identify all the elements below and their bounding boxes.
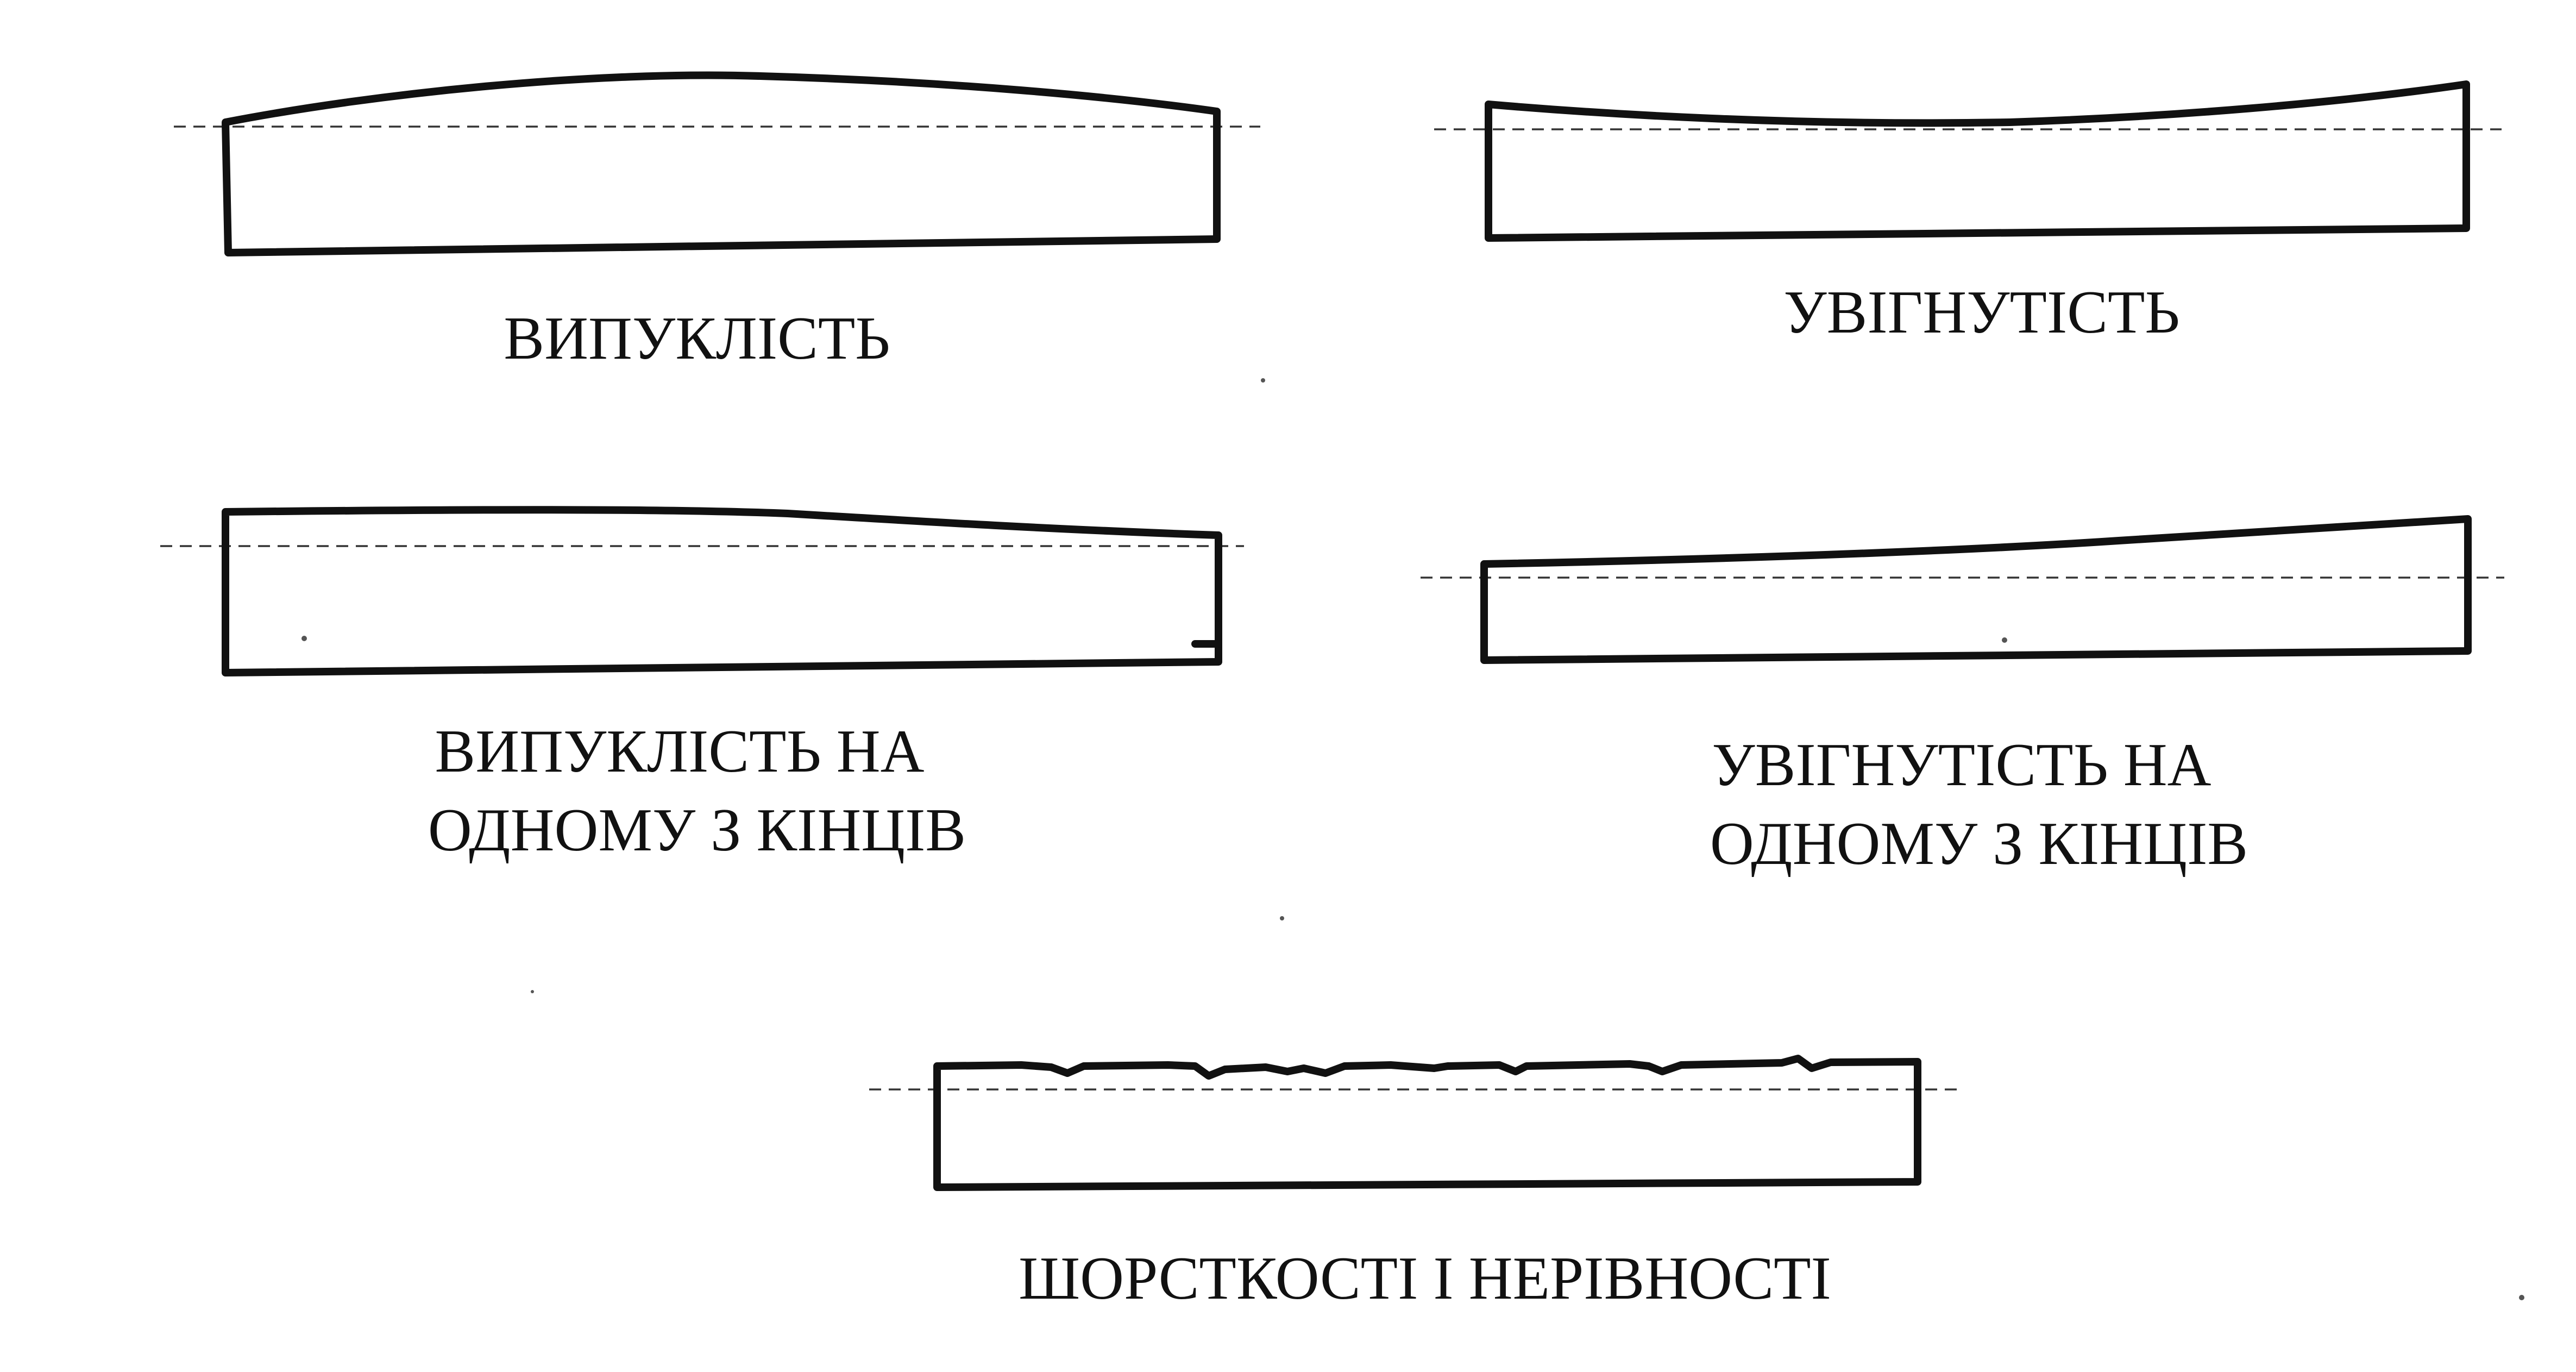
caption-line: УВІГНУТІСТЬ НА	[1712, 731, 2211, 799]
profile-concave-one-end	[1480, 515, 2472, 664]
speck	[2519, 1295, 2524, 1300]
caption-convex: ВИПУКЛІСТЬ	[504, 305, 890, 372]
profile-convex-one-end	[222, 506, 1222, 676]
caption-line: ОДНОМУ З КІНЦІВ	[1710, 810, 2248, 878]
profile-roughness	[933, 1055, 1921, 1191]
profile-convex	[222, 71, 1221, 256]
caption-concave: УВІГНУТІСТЬ	[1783, 279, 2179, 346]
profile-concave	[1485, 80, 2470, 242]
caption-line: ВИПУКЛІСТЬ НА	[435, 718, 925, 785]
panel-convex: ВИПУКЛІСТЬ	[174, 71, 1260, 372]
speck	[1280, 916, 1284, 920]
caption-line: УВІГНУТІСТЬ	[1783, 279, 2179, 346]
speck	[301, 636, 307, 641]
caption-line: ОДНОМУ З КІНЦІВ	[428, 797, 966, 864]
scan-specks	[301, 378, 2524, 1300]
caption-line: ВИПУКЛІСТЬ	[504, 305, 890, 372]
caption-roughness: ШОРСТКОСТІ І НЕРІВНОСТІ	[1019, 1245, 1831, 1312]
speck	[1261, 378, 1265, 383]
panel-concave-one-end: УВІГНУТІСТЬ НА ОДНОМУ З КІНЦІВ	[1421, 515, 2504, 878]
speck	[2002, 637, 2007, 643]
speck	[531, 990, 534, 993]
panel-convex-one-end: ВИПУКЛІСТЬ НА ОДНОМУ З КІНЦІВ	[160, 506, 1244, 864]
caption-concave-one-end: УВІГНУТІСТЬ НА ОДНОМУ З КІНЦІВ	[1710, 731, 2248, 878]
panel-roughness: ШОРСТКОСТІ І НЕРІВНОСТІ	[869, 1055, 1958, 1312]
panel-concave: УВІГНУТІСТЬ	[1434, 80, 2502, 346]
caption-convex-one-end: ВИПУКЛІСТЬ НА ОДНОМУ З КІНЦІВ	[428, 718, 966, 864]
caption-line: ШОРСТКОСТІ І НЕРІВНОСТІ	[1019, 1245, 1831, 1312]
